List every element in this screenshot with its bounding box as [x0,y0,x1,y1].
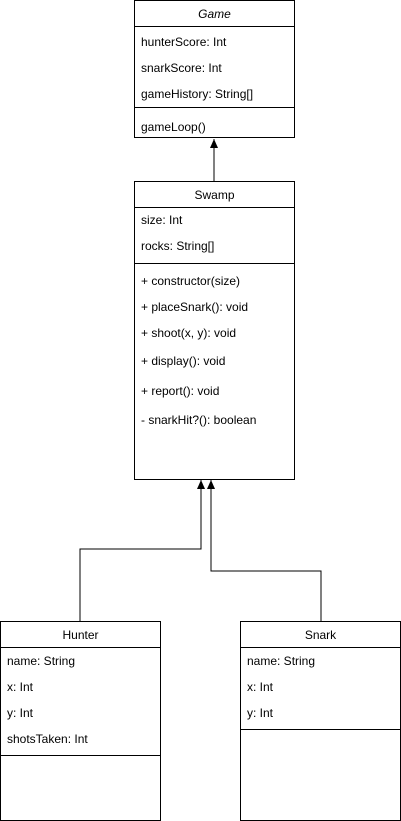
swamp-class-name: Swamp [135,182,294,208]
game-attribute-snarkscore: snarkScore: Int [141,61,222,75]
game-attribute-hunterscore: hunterScore: Int [141,35,227,49]
snark-attribute-y: y: Int [247,706,274,720]
swamp-method-snarkhit: - snarkHit?(): boolean [141,413,257,427]
hunter-attribute-x: x: Int [7,680,34,694]
snark-to-swamp-arrow [207,480,322,621]
snark-class-name: Snark [241,622,400,648]
game-divider [135,107,294,108]
hunter-attribute-y: y: Int [7,706,34,720]
game-attribute-gamehistory: gameHistory: String[] [141,87,254,101]
swamp-method-constructor: + constructor(size) [141,274,241,288]
hunter-attribute-name: name: String [7,654,76,668]
game-class[interactable]: Game hunterScore: Int snarkScore: Int ga… [134,0,295,138]
snark-attribute-x: x: Int [247,680,274,694]
swamp-attribute-rocks: rocks: String[] [141,239,215,253]
hunter-divider [1,755,160,756]
swamp-method-display: + display(): void [141,354,226,368]
swamp-divider [135,263,294,264]
hunter-to-swamp-arrow [79,480,205,621]
game-method-gameloop: gameLoop() [141,120,206,134]
hunter-class[interactable]: Hunter name: String x: Int y: Int shotsT… [0,621,161,821]
swamp-method-placesnark: + placeSnark(): void [141,300,249,314]
swamp-method-report: + report(): void [141,384,220,398]
game-class-name: Game [135,1,294,27]
swamp-attribute-size: size: Int [141,213,183,227]
swamp-method-shoot: + shoot(x, y): void [141,326,237,340]
swamp-class[interactable]: Swamp size: Int rocks: String[] + constr… [134,181,295,480]
hunter-class-name: Hunter [1,622,160,648]
snark-attribute-name: name: String [247,654,316,668]
snark-divider [241,729,400,730]
snark-class[interactable]: Snark name: String x: Int y: Int [240,621,401,821]
hunter-attribute-shotstaken: shotsTaken: Int [7,732,88,746]
